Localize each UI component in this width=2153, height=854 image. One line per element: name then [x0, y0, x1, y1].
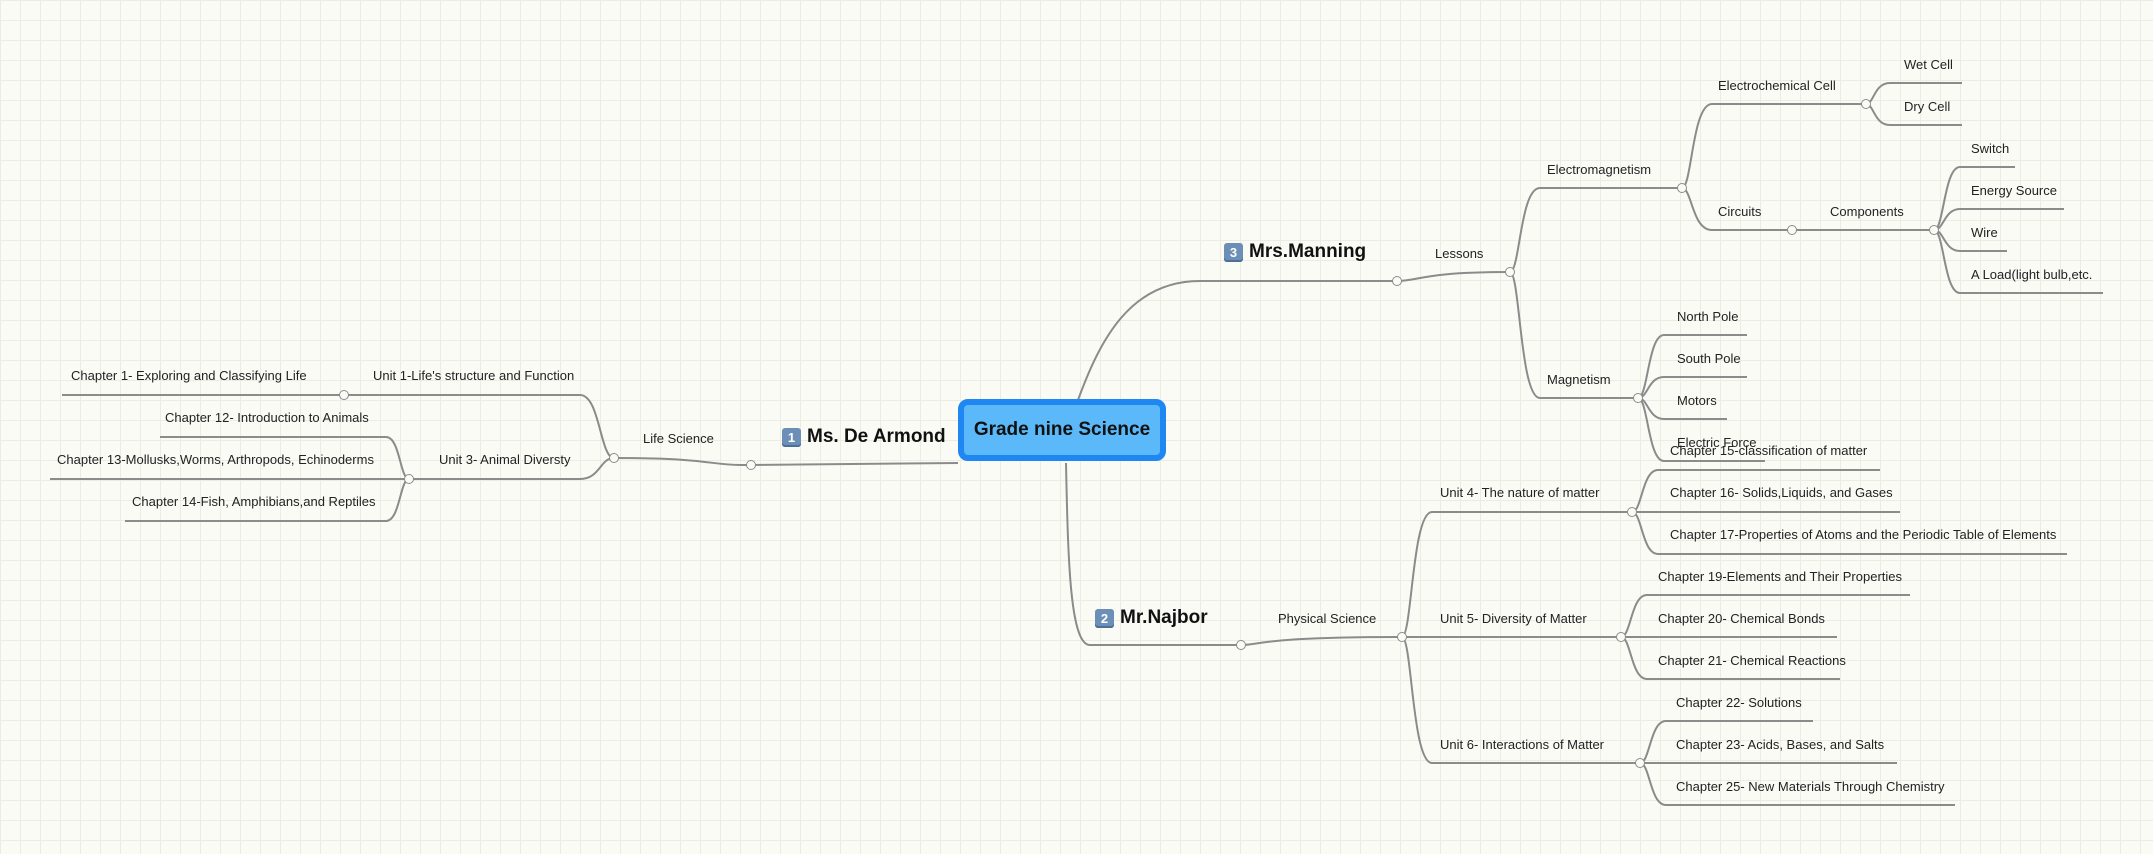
collapse-toggle-circuits[interactable]: [1787, 225, 1797, 235]
collapse-toggle-unit3[interactable]: [404, 474, 414, 484]
topic-unit1[interactable]: Unit 1-Life's structure and Function: [373, 368, 575, 383]
link-em-cell: [1681, 103, 1866, 189]
topic-chapter22[interactable]: Chapter 22- Solutions: [1676, 695, 1802, 710]
topic-switch[interactable]: Switch: [1971, 141, 2010, 156]
topic-components[interactable]: Components: [1830, 204, 1904, 219]
topic-wire[interactable]: Wire: [1971, 225, 1998, 240]
collapse-toggle-electromagnetism[interactable]: [1677, 183, 1687, 193]
main-topic-najbor[interactable]: 2 Mr.Najbor: [1095, 607, 1208, 629]
main-topic-label: Mrs.Manning: [1249, 241, 1367, 262]
priority-3-icon: 3: [1224, 242, 1243, 262]
link-central-najbor: [1065, 462, 1241, 646]
collapse-toggle-manning[interactable]: [1392, 276, 1402, 286]
topic-energy-source[interactable]: Energy Source: [1971, 183, 2057, 198]
topic-chapter15[interactable]: Chapter 15-classification of matter: [1670, 443, 1868, 458]
link-physical-unit6: [1401, 636, 1640, 764]
collapse-toggle-lessons[interactable]: [1505, 267, 1515, 277]
collapse-toggle-unit1[interactable]: [339, 390, 349, 400]
collapse-toggle-unit6[interactable]: [1635, 758, 1645, 768]
main-topic-label: Ms. De Armond: [807, 426, 946, 447]
topic-unit3[interactable]: Unit 3- Animal Diversty: [439, 452, 571, 467]
topic-chapter19[interactable]: Chapter 19-Elements and Their Properties: [1658, 569, 1902, 584]
central-topic[interactable]: Grade nine Science: [958, 399, 1166, 461]
priority-2-icon: 2: [1095, 608, 1114, 628]
topic-electric-force[interactable]: Electric Force: [1677, 435, 1757, 450]
topic-unit6[interactable]: Unit 6- Interactions of Matter: [1440, 737, 1605, 752]
topic-chapter25[interactable]: Chapter 25- New Materials Through Chemis…: [1676, 779, 1945, 794]
collapse-toggle-unit5[interactable]: [1616, 632, 1626, 642]
topic-electromagnetism[interactable]: Electromagnetism: [1547, 162, 1652, 177]
link-manning-lessons: [1396, 271, 1511, 282]
topic-chapter1[interactable]: Chapter 1- Exploring and Classifying Lif…: [71, 368, 307, 383]
collapse-toggle-magnetism[interactable]: [1633, 393, 1643, 403]
link-comp-energy: [1933, 208, 2064, 231]
topic-motors[interactable]: Motors: [1677, 393, 1717, 408]
topic-unit4[interactable]: Unit 4- The nature of matter: [1440, 485, 1600, 500]
topic-life-science[interactable]: Life Science: [643, 431, 714, 446]
link-comp-load: [1933, 229, 2103, 294]
topic-chapter13[interactable]: Chapter 13-Mollusks,Worms, Arthropods, E…: [57, 452, 374, 467]
main-topic-label: Mr.Najbor: [1120, 607, 1208, 628]
collapse-toggle-dearmond[interactable]: [746, 460, 756, 470]
link-lessons-mag: [1509, 271, 1638, 399]
collapse-toggle-physical-science[interactable]: [1397, 632, 1407, 642]
topic-south-pole[interactable]: South Pole: [1677, 351, 1741, 366]
link-lessons-em: [1509, 187, 1682, 273]
main-topic-dearmond[interactable]: 1 Ms. De Armond: [782, 426, 946, 448]
collapse-toggle-najbor[interactable]: [1236, 640, 1246, 650]
link-life-unit1: [344, 394, 615, 459]
topic-chapter16[interactable]: Chapter 16- Solids,Liquids, and Gases: [1670, 485, 1893, 500]
topic-circuits[interactable]: Circuits: [1718, 204, 1762, 219]
topic-chapter20[interactable]: Chapter 20- Chemical Bonds: [1658, 611, 1825, 626]
topic-dry-cell[interactable]: Dry Cell: [1904, 99, 1951, 114]
collapse-toggle-electrochemical-cell[interactable]: [1861, 99, 1871, 109]
main-topic-manning[interactable]: 3 Mrs.Manning: [1224, 241, 1366, 263]
topic-unit5[interactable]: Unit 5- Diversity of Matter: [1440, 611, 1587, 626]
topic-chapter12[interactable]: Chapter 12- Introduction to Animals: [165, 410, 369, 425]
topic-north-pole[interactable]: North Pole: [1677, 309, 1739, 324]
link-central-dearmond: [750, 462, 959, 466]
topic-a-load[interactable]: A Load(light bulb,etc.: [1971, 267, 2093, 282]
link-central-manning: [1077, 280, 1397, 401]
collapse-toggle-life-science[interactable]: [609, 453, 619, 463]
priority-1-icon: 1: [782, 427, 801, 447]
topic-physical-science[interactable]: Physical Science: [1278, 611, 1377, 626]
topic-wet-cell[interactable]: Wet Cell: [1904, 57, 1953, 72]
topic-chapter14[interactable]: Chapter 14-Fish, Amphibians,and Reptiles: [132, 494, 376, 509]
topic-lessons[interactable]: Lessons: [1435, 246, 1484, 261]
topic-electrochemical-cell[interactable]: Electrochemical Cell: [1718, 78, 1836, 93]
link-physical-unit4: [1401, 511, 1632, 638]
topic-chapter23[interactable]: Chapter 23- Acids, Bases, and Salts: [1676, 737, 1885, 752]
link-najbor-physical: [1240, 636, 1403, 646]
link-dearmond-life: [613, 457, 751, 466]
collapse-toggle-components[interactable]: [1929, 225, 1939, 235]
topic-chapter17[interactable]: Chapter 17-Properties of Atoms and the P…: [1670, 527, 2057, 542]
collapse-toggle-unit4[interactable]: [1627, 507, 1637, 517]
topic-magnetism[interactable]: Magnetism: [1547, 372, 1611, 387]
topic-chapter21[interactable]: Chapter 21- Chemical Reactions: [1658, 653, 1846, 668]
